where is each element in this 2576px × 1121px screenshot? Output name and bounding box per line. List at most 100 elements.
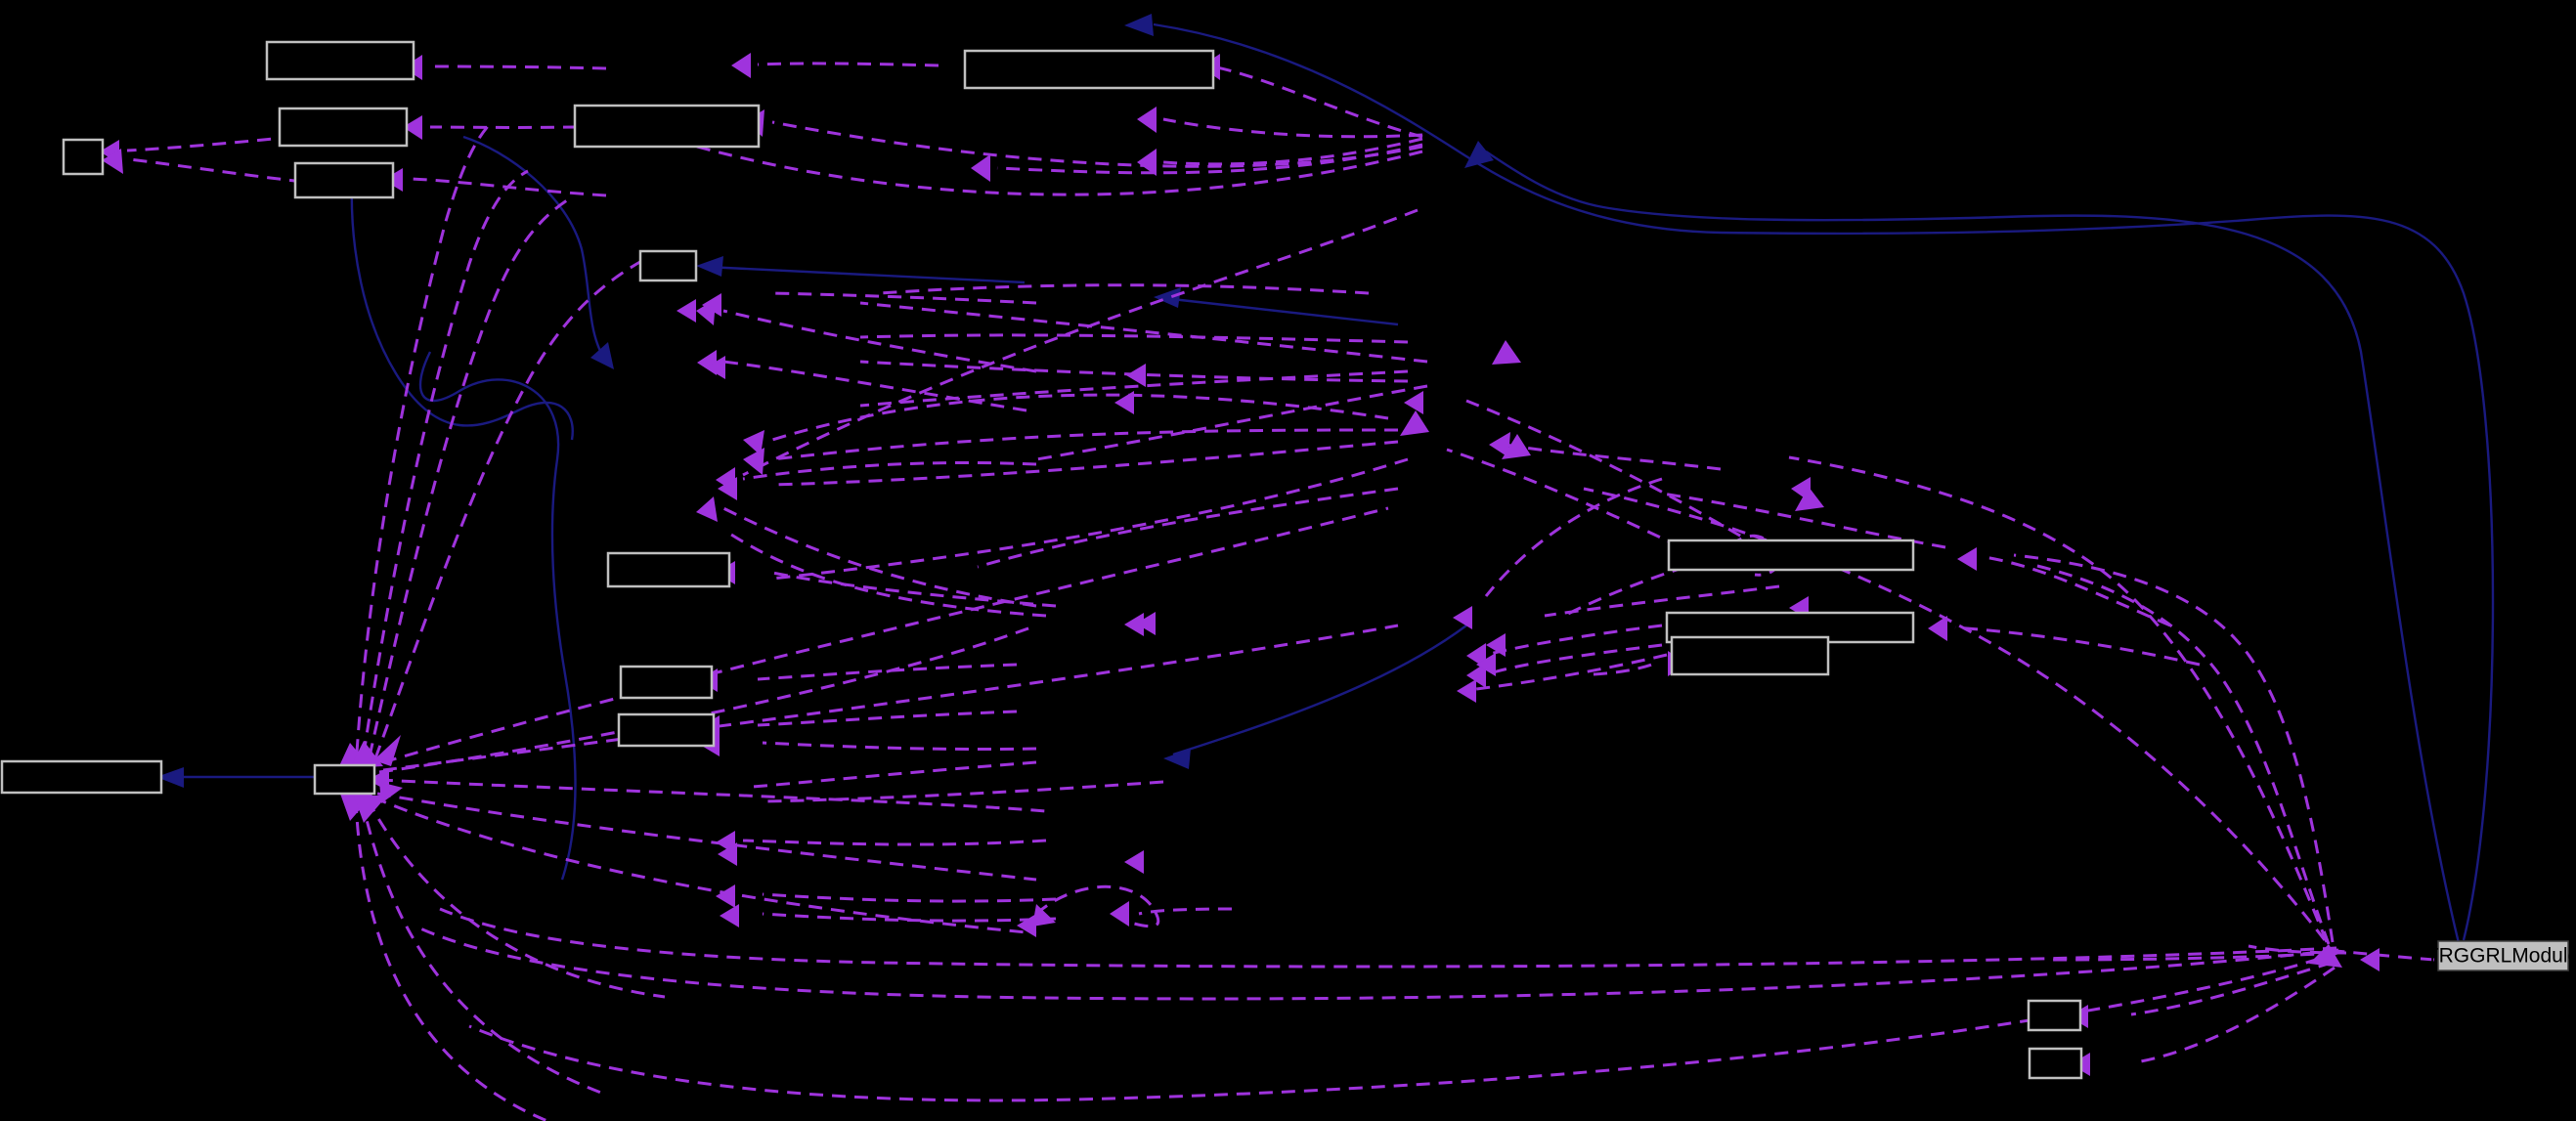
usage-edge-trggrl-up-2 [2013,553,2335,943]
inherit-arrowhead-n12 [156,767,184,788]
graph-node-n10[interactable] [617,712,716,748]
usage-edge-to-n17 [2140,966,2336,1063]
graph-node-n13[interactable] [1667,539,1915,572]
inherit-arrowhead-center-diagonal [1163,749,1191,769]
usage-edge-to-n10-b [762,741,1037,752]
usage-arrowhead-cl-6 [1124,850,1144,874]
usage-edge-bighub-1 [382,506,1389,764]
inherit-edge-n3-down [350,180,574,441]
graph-node-n7[interactable] [638,249,698,282]
usage-edge-hub-down-3 [354,798,548,1121]
usage-arrowhead-n14 [1928,616,1947,641]
graph-node-n6[interactable] [963,49,1215,90]
usage-arrowhead-cl-7 [1486,633,1506,657]
usage-arrowhead-cl-9 [1476,653,1496,676]
usage-arrowhead-hub-bottomright [379,782,403,803]
usage-edge-bottom-3 [468,950,2341,1102]
inherit-edge-n11-up [418,351,577,881]
usage-arrowhead-hub-bottom2 [354,796,387,823]
usage-arrowhead-cl-4 [1114,391,1134,414]
graph-node-n3[interactable] [293,161,395,199]
inherit-edge-n7-line [705,265,1026,284]
graph-node-n17[interactable] [2028,1047,2083,1080]
usage-arrowhead-upper-lane-1 [1492,340,1521,365]
usage-edge-cross-8 [1475,653,1668,691]
usage-edge-trggrl-2 [2248,944,2347,955]
usage-arrowhead-cross-8 [1457,679,1476,703]
usage-edge-low-1 [752,760,1037,789]
usage-edge-hub-up-2 [362,169,529,755]
usage-edge-fan-a [1211,65,1423,139]
usage-arrowhead-cross-2 [1489,432,1510,457]
usage-edge-trggrl-up-3 [1788,455,2329,943]
inherit-edge-right-mid [1485,151,2461,944]
usage-arrowhead-fan-b [1137,107,1157,133]
usage-arrowhead-lane-8 [696,496,718,522]
graph-node-n16[interactable] [2027,999,2082,1032]
usage-edge-low-4 [762,892,1057,903]
usage-arrowhead-cl-15 [2309,944,2342,968]
usage-edge-fan-e [771,120,1423,168]
usage-edge-lane-10 [1035,384,1428,461]
graph-node-n1[interactable] [265,40,415,81]
usage-arrowhead-n2 [403,115,422,140]
usage-arrowhead-fan-d [971,154,990,182]
usage-arrowhead-lane-6 [718,477,737,500]
usage-edge-to-n13 [1984,555,2171,627]
usage-arrowhead-fan-c [1137,149,1157,176]
graph-node-n5[interactable] [573,104,761,149]
graph-node-trggrlmodule[interactable]: TRGGRLModule [2426,940,2576,971]
usage-edge-leftlane-1 [771,291,1037,305]
usage-arrowhead-hub-top2 [350,741,383,768]
usage-edge-to-n16 [2130,961,2333,1016]
usage-edge-diag-1 [1465,399,1761,549]
usage-edge-bottom-1 [439,907,2337,969]
usage-edge-lane-2 [722,360,1027,412]
usage-arrowhead-leftlane-2 [1136,612,1156,635]
usage-arrowhead-hub-topright [373,735,401,766]
usage-edge-cross-2 [1505,443,1722,471]
usage-edge-hub-up-3 [368,198,568,757]
usage-edge-bottom-2 [419,927,2339,1001]
usage-edge-upper-lane-2 [859,333,1409,344]
usage-edge-to-n8-a [771,571,1057,608]
usage-edge-fan-b [1162,117,1423,139]
usage-arrowhead-hook2 [1110,901,1129,927]
usage-edge-hub-up-1 [355,124,491,754]
usage-edge-upper-lane-1 [859,301,1428,364]
graph-node-n15[interactable] [1670,635,1830,676]
usage-edge-to-n4-b [128,157,304,184]
graph-node-n12[interactable] [0,759,163,795]
usage-edge-trggrl-up-1 [2032,563,2331,945]
usage-edge-lane-8 [722,506,1037,608]
usage-arrowhead-leftlane-3 [1124,613,1144,636]
usage-arrowhead-n1-b [731,53,751,78]
usage-arrowhead-upper-lane-3 [1400,410,1429,436]
usage-edge-fan-c [1162,137,1423,166]
usage-edge-hub-up-4 [373,257,646,759]
usage-edge-trggrl-up-4 [1583,487,2327,941]
usage-edge-hub-down-1 [366,798,666,999]
usage-edge-to-n8-b [771,457,1409,581]
usage-edge-to-n15 [1593,661,1658,676]
graph-node-n4[interactable] [62,138,105,176]
usage-edge-cross-3 [1484,477,1663,597]
graph-node-n11[interactable] [313,763,376,796]
usage-arrowhead-n4-b [102,149,123,174]
usage-arrowhead-low-4 [716,884,735,908]
usage-edge-to-n14 [1954,625,2201,667]
graph-node-n9[interactable] [619,665,714,700]
usage-edge-hub-down-2 [360,798,607,1097]
inherit-edge-n5-left [462,135,607,363]
usage-edge-hub-right-1 [378,624,1037,774]
usage-arrowhead-lane-3 [743,430,764,455]
inherit-arrowhead-n7 [696,256,723,277]
node-group: TRGGRLModule [0,40,2576,1080]
usage-edge-low-3 [742,839,1047,846]
graph-node-n8[interactable] [606,551,731,588]
usage-arrowhead-trggrl-1 [2360,948,2380,971]
usage-arrowhead-upper-lane-2 [1502,434,1531,459]
usage-arrowhead-upper-lane-4 [1795,487,1824,511]
graph-node-n2[interactable] [278,107,409,148]
usage-edge-low-2 [762,780,1164,803]
